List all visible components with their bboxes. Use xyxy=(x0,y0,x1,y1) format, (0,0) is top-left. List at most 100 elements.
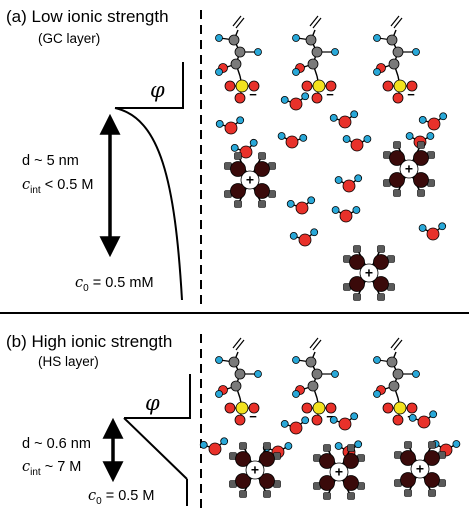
oxygen-atom xyxy=(301,80,313,92)
hydrogen-atom xyxy=(438,222,447,231)
methyl-group xyxy=(258,152,266,160)
methyl-group xyxy=(323,492,331,500)
sulfur-atom xyxy=(393,401,407,415)
bond xyxy=(309,15,319,27)
minus-sign: − xyxy=(249,87,257,102)
oxygen-atom xyxy=(234,92,246,104)
water-molecule xyxy=(289,228,319,247)
carbon-atom xyxy=(400,450,416,466)
methyl-group xyxy=(428,441,436,449)
methyl-group xyxy=(347,492,355,500)
hydrogen-atom xyxy=(412,48,420,56)
hydrogen-atom xyxy=(408,413,417,422)
carbon-atom xyxy=(319,453,335,469)
bond xyxy=(309,337,319,349)
methyl-group xyxy=(353,245,361,253)
carbon-atom xyxy=(389,172,405,188)
hydrogen-atom xyxy=(363,135,372,143)
oxygen-atom xyxy=(289,421,303,435)
hydrogen-atom xyxy=(292,356,300,364)
hydrogen-atom xyxy=(284,442,293,450)
sulfur-atom xyxy=(235,79,249,93)
cation-center xyxy=(399,159,419,179)
hydrogen-atom xyxy=(452,440,461,448)
carbon-atom xyxy=(424,450,440,466)
carbon-atom xyxy=(343,475,359,491)
bond xyxy=(390,15,400,27)
sulfur-atom xyxy=(312,79,326,93)
sulfonate-chain: − xyxy=(292,15,339,104)
cation: + xyxy=(313,444,365,500)
carbon-atom xyxy=(307,380,319,392)
hydrogen-atom xyxy=(342,135,351,143)
panel-b-potential-step xyxy=(124,374,191,419)
carbon-atom xyxy=(413,172,429,188)
hydrogen-atom xyxy=(249,138,258,147)
carbon-atom xyxy=(386,356,398,368)
carbon-atom xyxy=(230,183,246,199)
hydrogen-atom xyxy=(230,143,239,152)
hydrogen-atom xyxy=(292,390,300,398)
hydrogen-atom xyxy=(299,133,308,142)
carbon-atom xyxy=(307,58,319,70)
hydrogen-atom xyxy=(352,206,361,214)
methyl-group xyxy=(404,489,412,497)
carbon-atom xyxy=(311,368,323,380)
methyl-group xyxy=(323,444,331,452)
cation-center xyxy=(329,462,349,482)
methyl-group xyxy=(428,489,436,497)
oxygen-atom xyxy=(301,402,313,414)
water-molecule xyxy=(230,138,258,159)
carbon-atom xyxy=(230,161,246,177)
bond xyxy=(232,337,242,349)
oxygen-atom xyxy=(342,179,356,193)
hydrogen-atom xyxy=(331,206,340,214)
carbon-atom xyxy=(311,46,323,58)
carbon-atom xyxy=(388,380,400,392)
sulfonate-chain: − xyxy=(215,15,262,104)
hydrogen-atom xyxy=(310,228,319,237)
panel-b-distance-label: d ~ 0.6 nm xyxy=(22,436,91,452)
bond xyxy=(235,339,245,351)
water-molecule xyxy=(418,112,448,131)
carbon-atom xyxy=(413,150,429,166)
bond xyxy=(235,17,245,29)
panel-a-phi-label: φ xyxy=(150,78,165,102)
bond xyxy=(390,337,400,349)
oxygen-atom xyxy=(417,415,431,429)
oxygen-atom xyxy=(325,80,337,92)
hydrogen-atom xyxy=(350,412,359,421)
carbon-atom xyxy=(234,46,246,58)
minus-sign: − xyxy=(407,87,415,102)
plus-sign: + xyxy=(246,172,254,188)
panel-b-potential-drop xyxy=(123,417,188,480)
panel-b-phi-label: φ xyxy=(145,391,160,415)
water-molecule xyxy=(408,410,438,429)
hydrogen-atom xyxy=(215,356,223,364)
hydrogen-atom xyxy=(350,110,359,119)
carbon-atom xyxy=(259,473,275,489)
panel-a-bulk-concentration: c0 = 0.5 mM xyxy=(75,275,154,294)
oxygen-atom xyxy=(392,414,404,426)
cation-center xyxy=(240,170,260,190)
water-molecule xyxy=(215,116,245,135)
cation: + xyxy=(229,442,281,498)
hydrogen-atom xyxy=(373,390,381,398)
oxygen-atom xyxy=(311,414,323,426)
oxygen-atom xyxy=(234,414,246,426)
carbon-atom xyxy=(389,150,405,166)
methyl-group xyxy=(417,189,425,197)
carbon-atom xyxy=(228,34,240,46)
sulfur-atom xyxy=(393,79,407,93)
hydrogen-atom xyxy=(254,48,262,56)
panel-a-potential-decay xyxy=(114,107,183,301)
oxygen-atom xyxy=(339,209,353,223)
cation-center xyxy=(359,263,379,283)
hydrogen-atom xyxy=(286,199,295,208)
oxygen-atom xyxy=(382,402,394,414)
carbon-atom xyxy=(373,254,389,270)
plus-sign: + xyxy=(405,161,413,177)
methyl-group xyxy=(377,245,385,253)
hydrogen-atom xyxy=(236,116,245,125)
